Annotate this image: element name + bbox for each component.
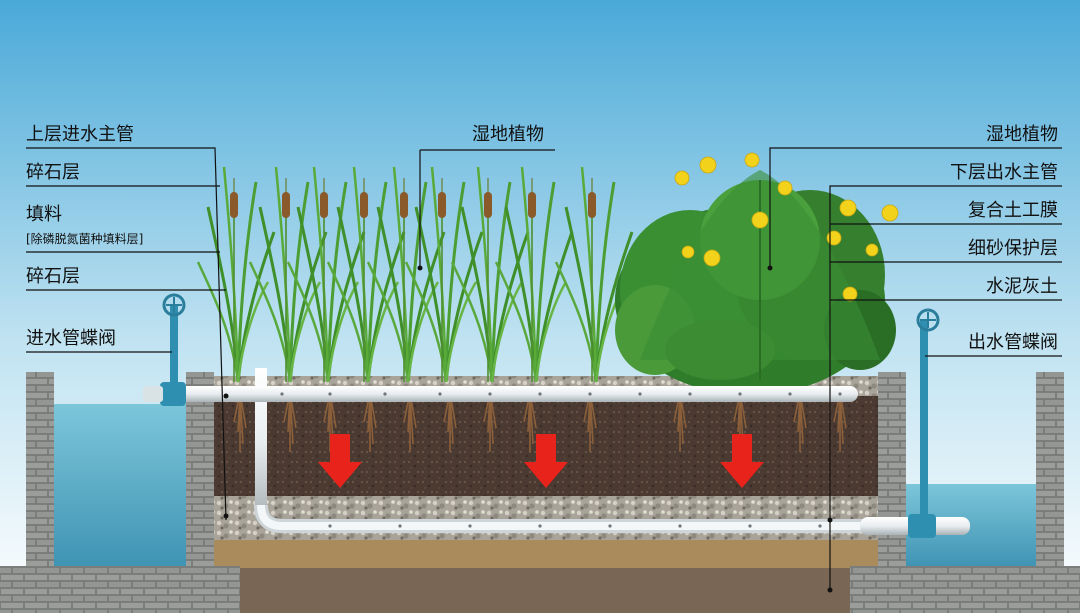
label-lower-outlet-main-pipe: 下层出水主管 (950, 162, 1058, 183)
label-fine-sand-protective-layer: 细砂保护层 (968, 238, 1058, 259)
upper-inlet-pipe (150, 386, 858, 402)
down-arrow-icon (318, 434, 362, 488)
canna-bush (615, 152, 899, 395)
valve-handwheel-icon (908, 308, 940, 538)
label-composite-geomembrane: 复合土工膜 (968, 200, 1058, 221)
leader-lines (26, 147, 1062, 590)
label-gravel-layer-bottom: 碎石层 (26, 266, 80, 287)
down-arrow-icon (524, 434, 568, 488)
label-wetland-plants-right: 湿地植物 (986, 124, 1058, 145)
label-wetland-plants-center: 湿地植物 (472, 124, 544, 145)
label-filler-note: [除磷脱氮菌种填料层] (26, 232, 144, 246)
down-arrow-icon (720, 434, 764, 488)
label-filler: 填料 (26, 204, 62, 225)
label-inlet-butterfly-valve: 进水管蝶阀 (26, 328, 116, 349)
label-cement-lime-soil: 水泥灰土 (986, 276, 1058, 297)
label-outlet-butterfly-valve: 出水管蝶阀 (968, 332, 1058, 353)
riser-pipe (255, 368, 267, 518)
label-gravel-layer-top: 碎石层 (26, 162, 80, 183)
valve-handwheel-icon (143, 293, 186, 406)
label-upper-inlet-main-pipe: 上层进水主管 (26, 124, 134, 145)
